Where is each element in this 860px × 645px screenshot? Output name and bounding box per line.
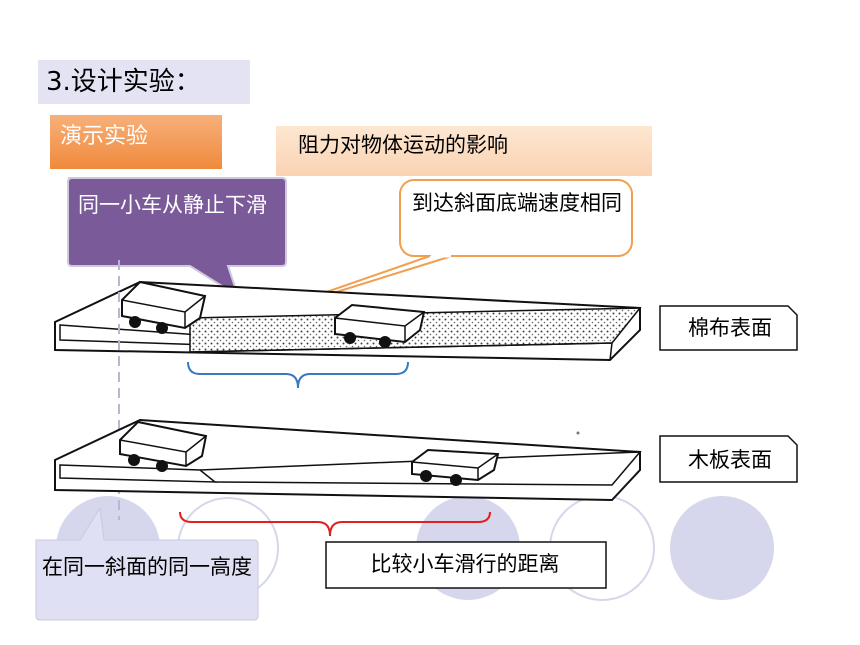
same-height-callout-bubble (35, 506, 259, 621)
cart-on-slope-bottom (119, 420, 208, 472)
slide-title: 3.设计实验： (38, 60, 250, 104)
cotton-surface-label: 棉布表面 (688, 316, 772, 340)
same-height-callout-text: 在同一斜面的同一高度 (42, 555, 252, 579)
cotton-label-box (659, 305, 798, 351)
cart-on-board (411, 448, 500, 486)
wood-label-box (659, 435, 798, 483)
compare-box (325, 541, 607, 589)
decorative-circle (670, 496, 774, 600)
topic-banner: 阻力对物体运动的影响 (276, 126, 652, 176)
same-cart-callout-text: 同一小车从静止下滑 (78, 193, 267, 217)
wood-surface-label: 木板表面 (688, 448, 772, 472)
orange-callout-bubble (399, 179, 633, 257)
demo-experiment-tag: 演示实验 (50, 115, 222, 169)
compare-distance-text: 比较小车滑行的距离 (370, 552, 560, 576)
cart-on-cloth (334, 303, 426, 348)
cart-on-slope-top (121, 280, 207, 334)
blue-brace (187, 361, 409, 389)
stray-dot (576, 431, 580, 435)
same-speed-callout-text: 到达斜面底端速度相同 (412, 191, 622, 215)
red-brace (179, 511, 491, 537)
